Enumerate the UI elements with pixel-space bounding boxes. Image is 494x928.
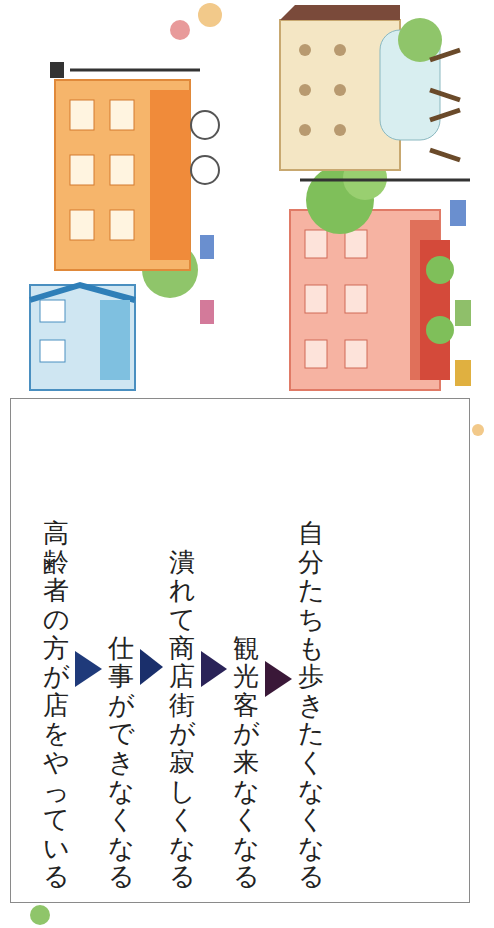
flow-triangle bbox=[140, 649, 163, 685]
flow-triangle bbox=[265, 661, 292, 697]
statement-text: 自分たちも歩きたくなくなる bbox=[298, 519, 324, 891]
statement-text: 高齢者の方が店をやっている bbox=[43, 519, 69, 891]
statement-text: 観光客が来なくなる bbox=[233, 634, 259, 891]
flow-triangle bbox=[201, 651, 227, 687]
flow-triangle bbox=[75, 651, 102, 687]
statement-text: 潰れて商店街が寂しくなる bbox=[169, 548, 195, 891]
statement-text: 仕事ができなくなる bbox=[108, 634, 134, 891]
text-panel: 高齢者の方が店をやっている 仕事ができなくなる 潰れて商店街が寂しくなる 観光客が来な… bbox=[10, 398, 470, 903]
